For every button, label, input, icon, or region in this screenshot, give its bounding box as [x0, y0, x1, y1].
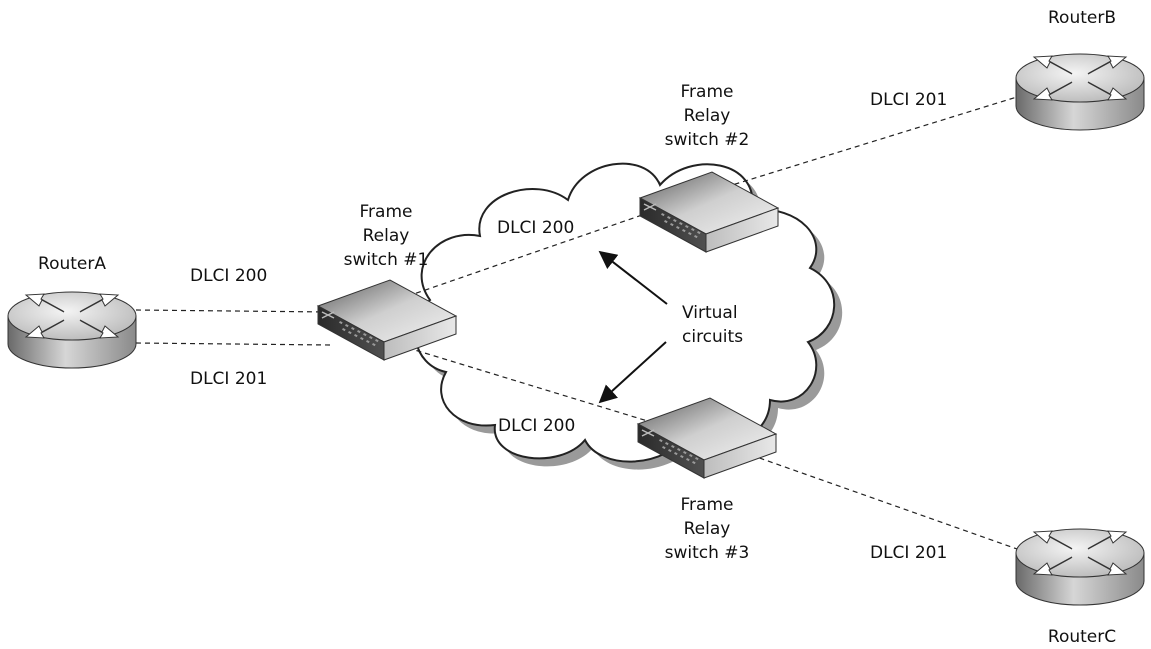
- switch-2-label-line: switch #2: [664, 130, 750, 150]
- dlci-cloud-bottom: DLCI 200: [498, 416, 576, 436]
- switch-2-label: Frame Relay switch #2: [665, 80, 750, 152]
- router-a-label: RouterA: [38, 254, 106, 274]
- router-a-icon: [7, 291, 137, 369]
- circuit-s2-routerb: [699, 95, 1021, 196]
- switch-2-label-line: Frame: [680, 82, 734, 102]
- router-b-label: RouterB: [1048, 8, 1116, 28]
- circuit-a-top: [135, 309, 331, 313]
- dlci-routera-top: DLCI 200: [190, 266, 268, 286]
- dlci-routera-bottom: DLCI 201: [190, 369, 268, 389]
- circuit-a-bottom: [135, 342, 331, 346]
- virtual-circuit-arrow-up: [598, 250, 668, 305]
- annotation-line: circuits: [682, 327, 744, 347]
- router-b-icon: [1015, 53, 1145, 131]
- router-c-icon: [1015, 528, 1145, 606]
- switch-1-label-line: Relay: [362, 226, 410, 246]
- dlci-routerb: DLCI 201: [870, 90, 948, 110]
- dlci-routerc: DLCI 201: [870, 543, 948, 563]
- router-c-label: RouterC: [1047, 627, 1117, 647]
- virtual-circuits-annotation: Virtual circuits: [682, 301, 743, 349]
- switch-1-label-line: switch #1: [343, 250, 429, 270]
- switch-3-label: Frame Relay switch #3: [665, 493, 750, 565]
- virtual-circuit-arrow-down: [598, 341, 667, 404]
- switch-1-label: Frame Relay switch #1: [344, 200, 429, 272]
- switch-3-label-line: switch #3: [664, 543, 750, 563]
- switch-3-label-line: Relay: [683, 519, 731, 539]
- dlci-cloud-top: DLCI 200: [497, 218, 575, 238]
- circuit-s1-s3: [381, 339, 701, 438]
- switch-2-label-line: Relay: [683, 106, 731, 126]
- switch-3-label-line: Frame: [680, 495, 734, 515]
- annotation-line: Virtual: [682, 303, 738, 323]
- switch-1-label-line: Frame: [359, 202, 413, 222]
